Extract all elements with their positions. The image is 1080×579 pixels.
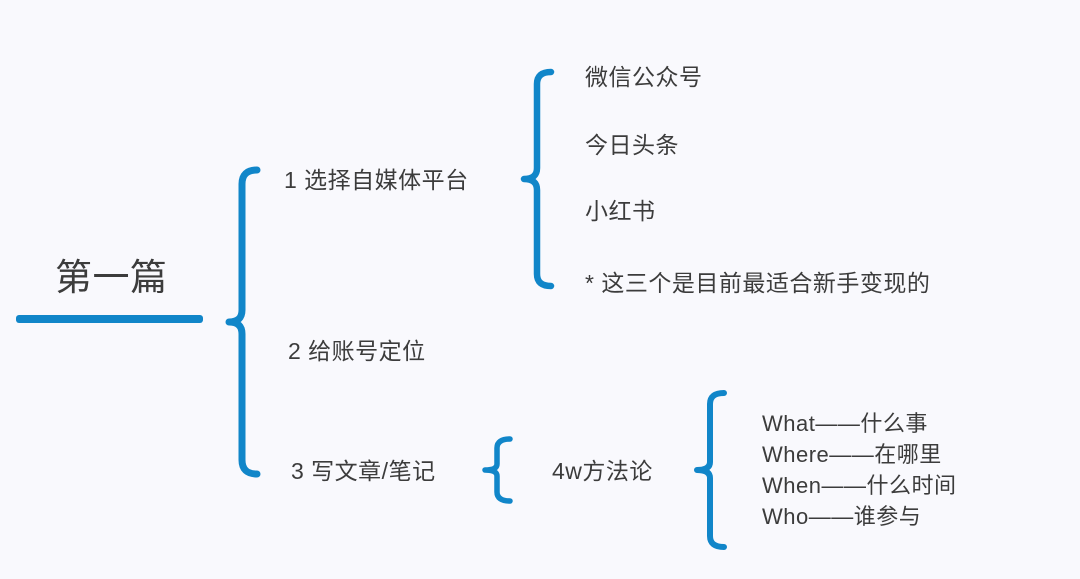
branch-1-label: 1 选择自媒体平台: [284, 167, 469, 193]
platform-item-wechat: 微信公众号: [585, 64, 703, 90]
branch-3-children-brace-icon: [482, 436, 513, 504]
fourw-item-what: What——什么事: [762, 411, 928, 436]
platform-note: * 这三个是目前最适合新手变现的: [585, 270, 931, 296]
platform-item-xiaohongshu: 小红书: [585, 198, 656, 224]
root-underline: [16, 315, 203, 323]
branch-3-label: 3 写文章/笔记: [291, 458, 436, 484]
fourw-item-where: Where——在哪里: [762, 442, 942, 467]
fourw-item-when: When——什么时间: [762, 473, 957, 498]
fourw-list: What——什么事 Where——在哪里 When——什么时间 Who——谁参与: [762, 408, 956, 532]
root-node-label: 第一篇: [55, 257, 168, 298]
branch-2-label: 2 给账号定位: [288, 338, 426, 364]
methodology-node-label: 4w方法论: [552, 458, 653, 484]
root-children-brace-icon: [225, 166, 261, 478]
methodology-children-brace-icon: [694, 390, 727, 550]
platform-item-toutiao: 今日头条: [585, 132, 679, 158]
fourw-item-who: Who——谁参与: [762, 504, 922, 529]
branch-1-children-brace-icon: [520, 68, 555, 290]
